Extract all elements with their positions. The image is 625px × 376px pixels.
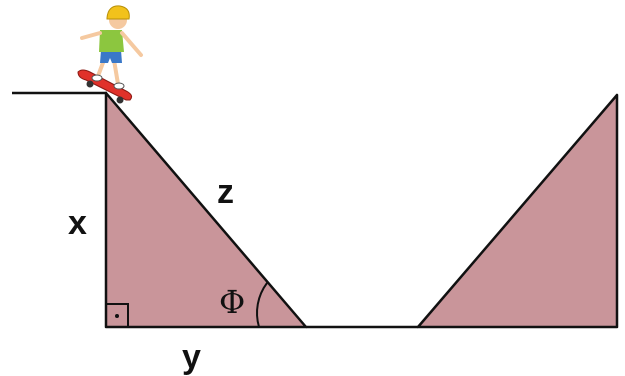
skater-illustration: [77, 5, 143, 104]
right-ramp-triangle: [416, 93, 619, 329]
right-angle-marker: [105, 303, 129, 328]
angle-arc: [256, 282, 268, 328]
left-ramp-triangle: [104, 91, 308, 329]
base-label-y: y: [182, 338, 201, 376]
skateboard: [77, 69, 133, 104]
angle-label-phi: Φ: [219, 283, 245, 321]
height-label-x: x: [68, 204, 87, 242]
hypotenuse-label-z: z: [217, 173, 234, 211]
helmet-icon: [106, 5, 130, 20]
